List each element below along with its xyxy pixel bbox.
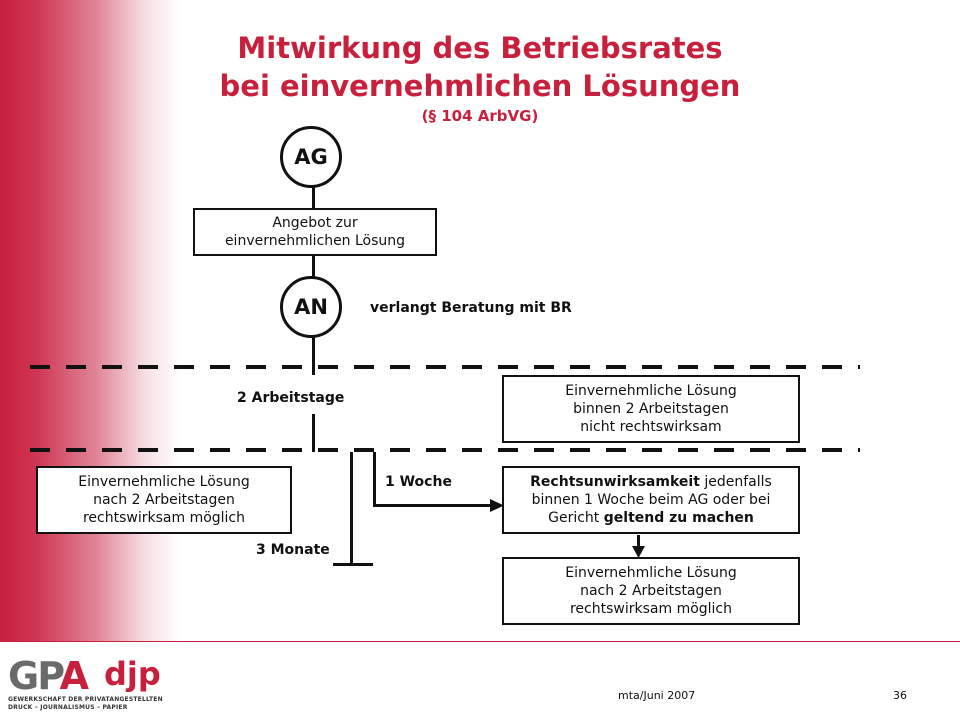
box-bottom-valid-line1: Einvernehmliche Lösung	[565, 565, 737, 581]
connector-ag-angebot	[312, 184, 315, 210]
box-left-valid-line2: nach 2 Arbeitstagen	[93, 492, 235, 508]
label-consult-br: verlangt Beratung mit BR	[370, 300, 572, 316]
page-number: 36	[893, 689, 907, 702]
djp-logo: djp	[104, 655, 161, 693]
box-left-valid-line3: rechtswirksam möglich	[82, 510, 246, 526]
node-ag: AG	[280, 126, 342, 188]
slide-title-line2: bei einvernehmlichen Lösungen	[219, 69, 741, 103]
logo-subtitle-line1: GEWERKSCHAFT DER PRIVATANGESTELLTEN	[8, 696, 163, 703]
box-not-valid-line2: binnen 2 Arbeitstagen	[573, 401, 729, 417]
node-an: AN	[280, 276, 342, 338]
footer-divider	[0, 641, 960, 642]
box-angebot-line1: Angebot zur	[272, 215, 358, 231]
arrow-down-icon	[632, 546, 645, 558]
box-invalidity: Rechtsunwirksamkeit jedenfalls binnen 1 …	[502, 466, 800, 534]
node-ag-label: AG	[294, 145, 328, 169]
box-not-valid-line3: nicht rechtswirksam	[580, 419, 722, 435]
box-bottom-valid-line3: rechtswirksam möglich	[569, 601, 733, 617]
box-not-valid: Einvernehmliche Lösung binnen 2 Arbeitst…	[502, 375, 800, 443]
box-invalidity-line2: binnen 1 Woche beim AG oder bei	[531, 492, 771, 508]
three-months-timeline	[350, 452, 353, 565]
footer-date: mta/Juni 2007	[618, 689, 696, 702]
label-one-week: 1 Woche	[385, 474, 452, 490]
connector-angebot-an	[312, 254, 315, 280]
slide-title-line1: Mitwirkung des Betriebsrates	[237, 31, 723, 65]
dashed-separator-bottom	[30, 448, 860, 452]
gpa-logo-a: A	[59, 654, 89, 698]
gpa-logo-gp: GP	[8, 654, 62, 698]
arrow-right-icon	[490, 499, 504, 512]
one-week-arrow-shaft	[373, 504, 493, 507]
arrow-down-shaft	[637, 535, 640, 549]
three-months-end-bar	[333, 563, 373, 566]
connector-two-days	[312, 414, 315, 452]
label-two-days: 2 Arbeitstage	[237, 390, 345, 406]
node-an-label: AN	[294, 295, 328, 319]
one-week-timeline	[373, 452, 376, 507]
box-angebot-line2: einvernehmlichen Lösung	[224, 233, 406, 249]
logo-subtitle-line2: DRUCK – JOURNALISMUS – PAPIER	[8, 704, 128, 711]
box-not-valid-line1: Einvernehmliche Lösung	[565, 383, 737, 399]
gpa-logo: GPA	[8, 654, 89, 698]
slide-title-law-reference: (§ 104 ArbVG)	[421, 107, 539, 125]
label-three-months: 3 Monate	[256, 542, 330, 558]
box-bottom-valid: Einvernehmliche Lösung nach 2 Arbeitstag…	[502, 557, 800, 625]
box-invalidity-bold1: Rechtsunwirksamkeit	[530, 474, 700, 490]
dashed-separator-top	[30, 365, 860, 369]
box-left-valid-line1: Einvernehmliche Lösung	[78, 474, 250, 490]
red-gradient-bar	[0, 0, 180, 642]
connector-an-down	[312, 333, 315, 375]
box-invalidity-line1: Rechtsunwirksamkeit jedenfalls	[504, 473, 798, 491]
box-bottom-valid-line2: nach 2 Arbeitstagen	[580, 583, 722, 599]
box-angebot: Angebot zur einvernehmlichen Lösung	[193, 208, 437, 256]
box-invalidity-line3: Gericht geltend zu machen	[504, 509, 798, 527]
box-invalidity-text3: Gericht	[548, 510, 604, 526]
box-invalidity-bold3: geltend zu machen	[603, 510, 754, 526]
box-invalidity-text1: jedenfalls	[699, 474, 772, 490]
box-left-valid: Einvernehmliche Lösung nach 2 Arbeitstag…	[36, 466, 292, 534]
